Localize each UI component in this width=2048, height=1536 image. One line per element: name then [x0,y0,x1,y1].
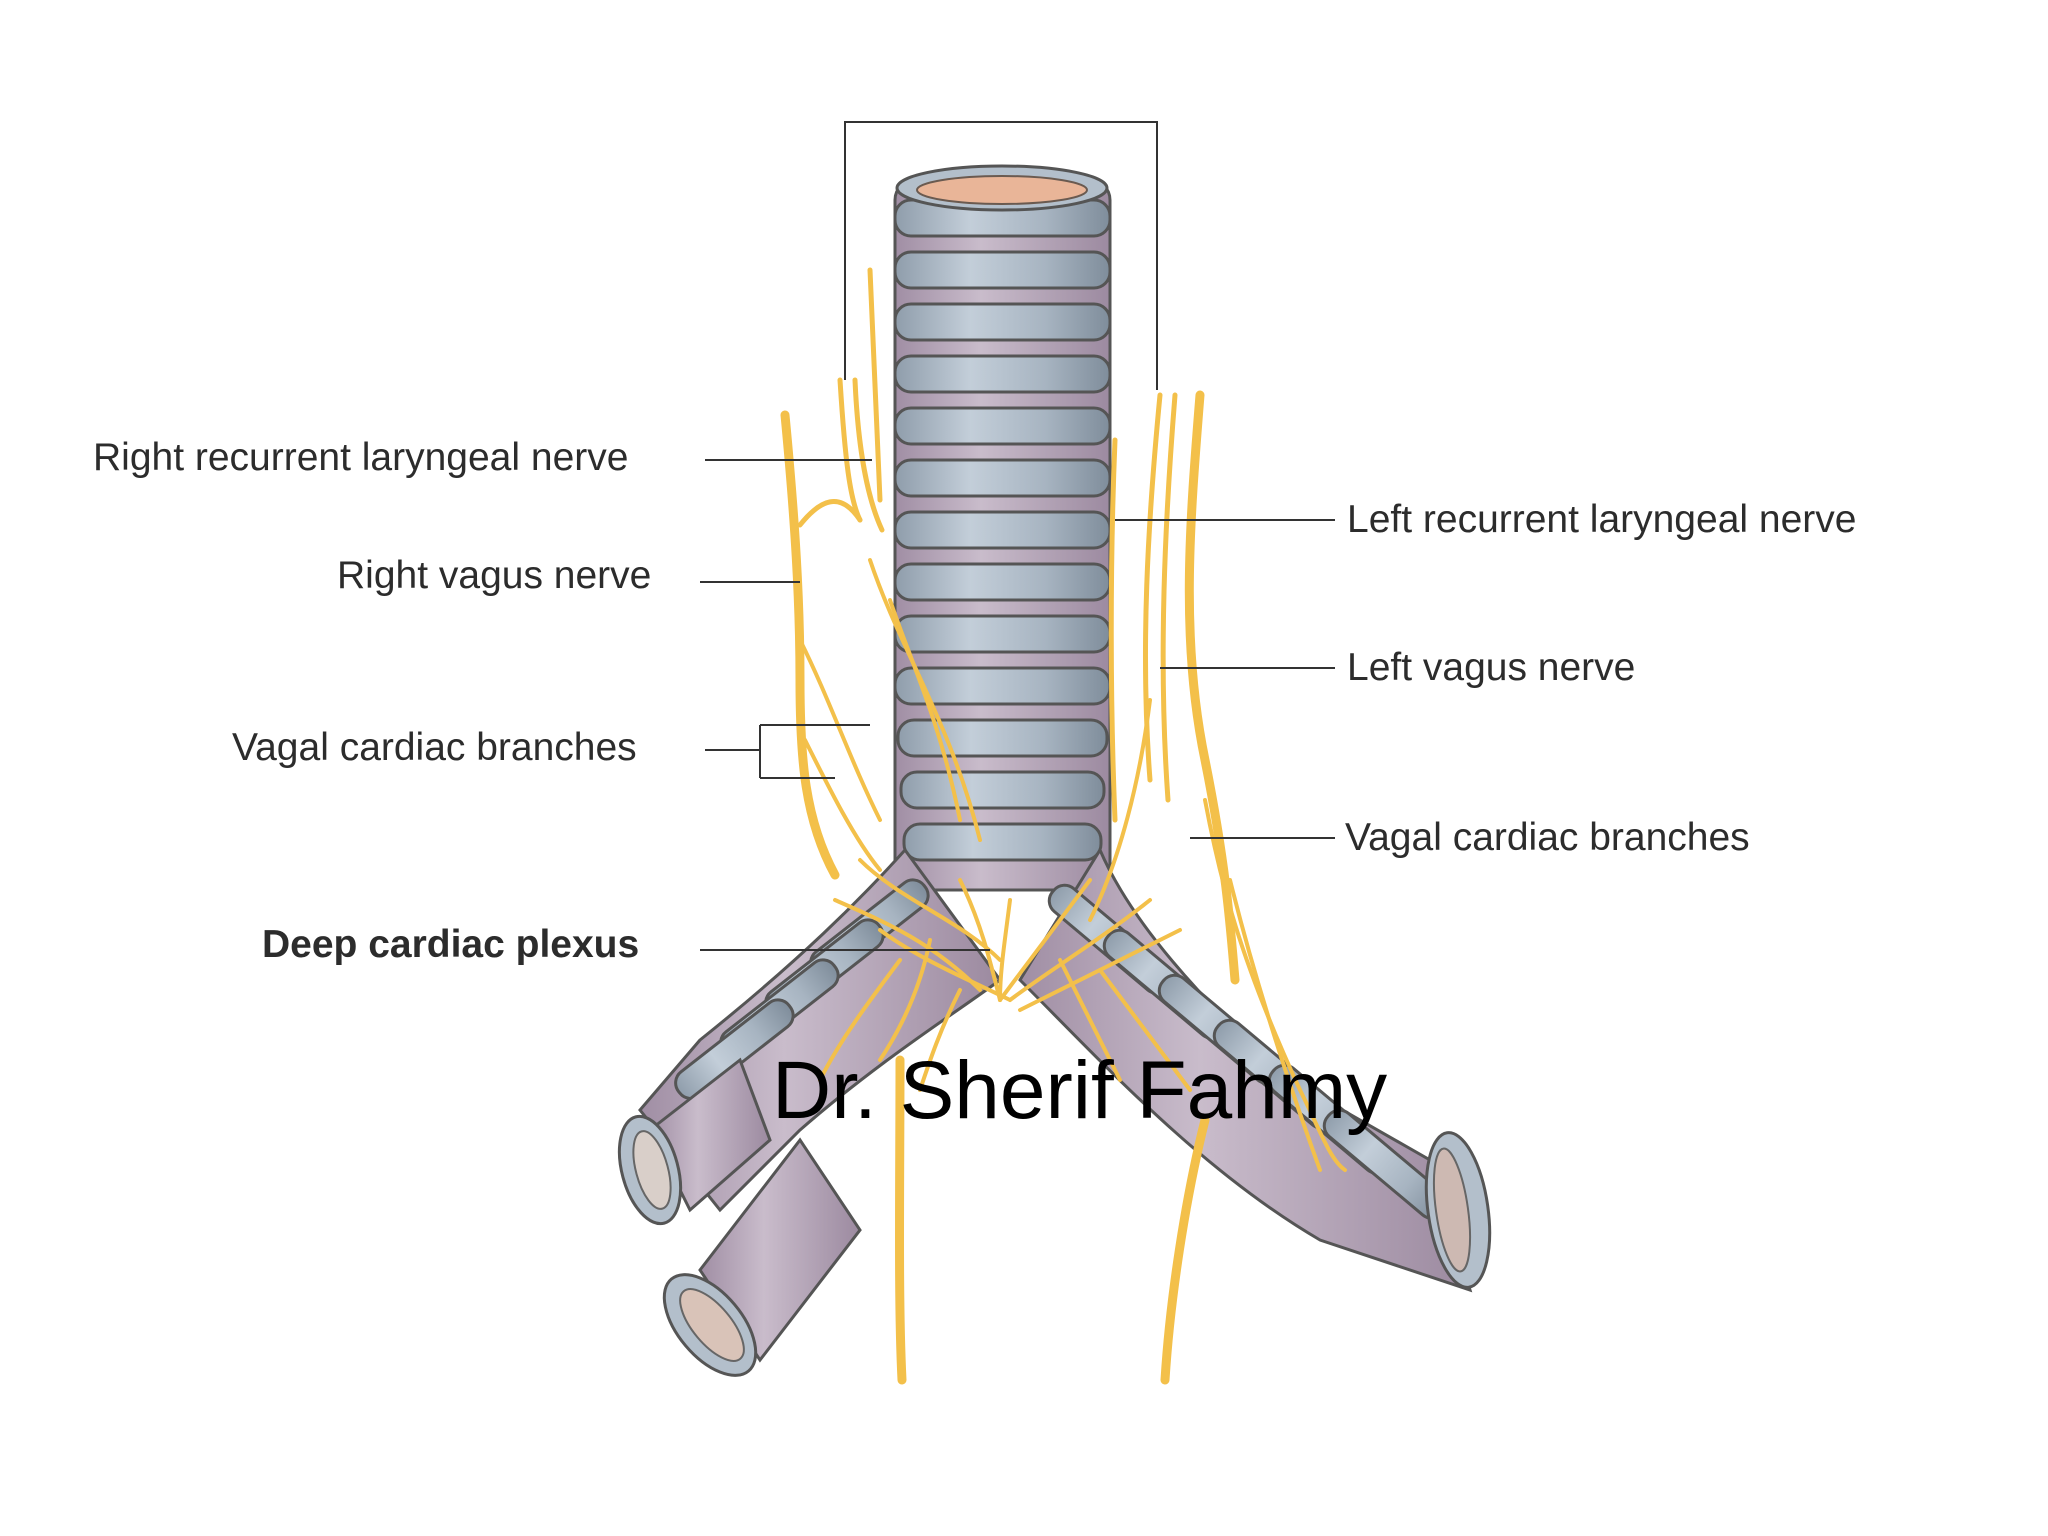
label-left-vagus-nerve: Left vagus nerve [1347,646,1636,689]
leader-vagal-cardiac-left [705,724,870,779]
label-vagal-cardiac-branches-right: Vagal cardiac branches [1345,816,1750,859]
left-vagus-nerve [1160,390,1240,1385]
label-left-recurrent-laryngeal-nerve: Left recurrent laryngeal nerve [1347,498,1857,541]
trachea-cartilage-ring [893,458,1112,498]
label-vagal-cardiac-branches-left: Vagal cardiac branches [232,726,637,769]
trachea-cartilage-ring [896,718,1109,758]
trachea-cartilage-ring [893,302,1112,342]
bronchus-cartilage-ring [674,998,795,1100]
trachea-cartilage-ring [893,614,1112,654]
trachea-cartilage-ring [893,562,1112,602]
deep-cardiac-plexus [818,858,1192,1092]
right-vagus-nerve [780,410,907,1385]
right-recurrent-laryngeal-nerve [797,267,885,533]
right-main-bronchus [617,847,1003,1377]
trachea-cartilage-ring [902,822,1103,862]
trachea-cartilage-ring [893,250,1112,290]
vagal-cardiac-branches [798,558,1347,1172]
watermark: Dr. Sherif Fahmy [772,1045,1388,1136]
trachea [893,164,1112,892]
trachea-cartilage-ring [893,354,1112,394]
leader-lines [700,121,1335,951]
trachea-cartilage-ring [899,770,1106,810]
bracket-recurrent-laryngeal [844,121,1158,390]
trachea-cartilage-ring [893,510,1112,550]
nerves [780,267,1347,1385]
label-deep-cardiac-plexus: Deep cardiac plexus [262,923,640,966]
label-right-recurrent-laryngeal-nerve: Right recurrent laryngeal nerve [93,436,629,479]
trachea-cartilage-ring [893,406,1112,446]
label-right-vagus-nerve: Right vagus nerve [337,554,652,597]
